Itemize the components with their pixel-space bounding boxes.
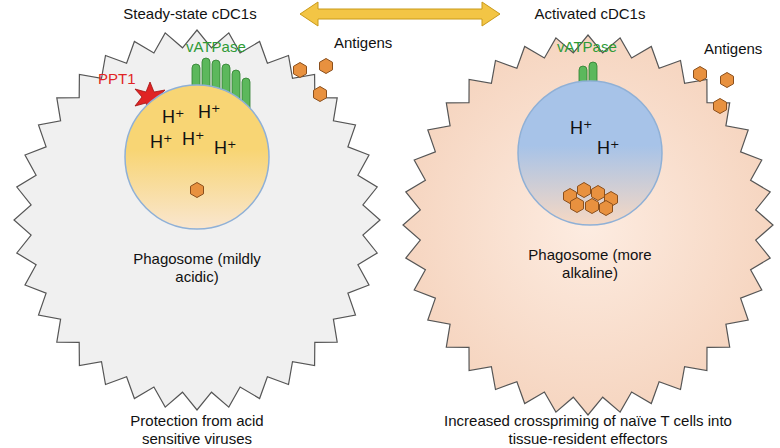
antigen-hexagon: [578, 183, 591, 198]
antigen-hexagon: [714, 99, 727, 114]
panel-heading: Activated cDC1s: [490, 5, 690, 23]
antigen-hexagon: [571, 198, 584, 213]
phagosome-label: Phagosome (more alkaline): [515, 246, 665, 282]
phagosome-outline: [122, 82, 272, 232]
cell-outline: [403, 35, 773, 415]
outcome-caption: Protection from acid sensitive viruses: [112, 412, 282, 448]
vatpase-label: vATPase: [557, 38, 617, 56]
antigen-hexagon: [600, 201, 613, 216]
antigen-hexagon: [721, 73, 734, 88]
phagosome: H⁺H⁺H⁺H⁺H⁺Phagosome (mildly acidic): [122, 82, 272, 286]
proton-label: H⁺: [214, 138, 237, 158]
antigen-hexagon: [592, 186, 605, 201]
proton-label: H⁺: [162, 107, 185, 127]
antigen-symbols: [294, 59, 734, 114]
phagosome: H⁺H⁺ Phagosome (more alkaline): [515, 78, 665, 282]
outcome-caption: Increased crosspriming of naïve T cells …: [428, 412, 748, 448]
phagosome-label: Phagosome (mildly acidic): [122, 250, 272, 286]
proton-label: H⁺: [182, 129, 205, 149]
antigen-label: Antigens: [334, 34, 392, 52]
panel-heading: Steady-state cDC1s: [90, 5, 290, 23]
proton-label: H⁺: [198, 102, 221, 122]
antigen-hexagon: [320, 59, 333, 74]
antigen-label: Antigens: [704, 40, 762, 58]
antigen-hexagon: [191, 183, 204, 198]
double-arrow: [300, 2, 500, 26]
antigen-hexagon: [294, 63, 307, 78]
antigen-hexagon: [694, 67, 707, 82]
phagosome-outline: [515, 78, 665, 228]
antigen-hexagon: [314, 87, 327, 102]
vatpase-label: vATPase: [186, 38, 246, 56]
proton-label: H⁺: [570, 118, 593, 138]
ppt1-label: PPT1: [98, 70, 136, 88]
cell-outline: [14, 30, 380, 410]
antigen-hexagon: [586, 199, 599, 214]
proton-label: H⁺: [150, 132, 173, 152]
proton-label: H⁺: [597, 138, 620, 158]
